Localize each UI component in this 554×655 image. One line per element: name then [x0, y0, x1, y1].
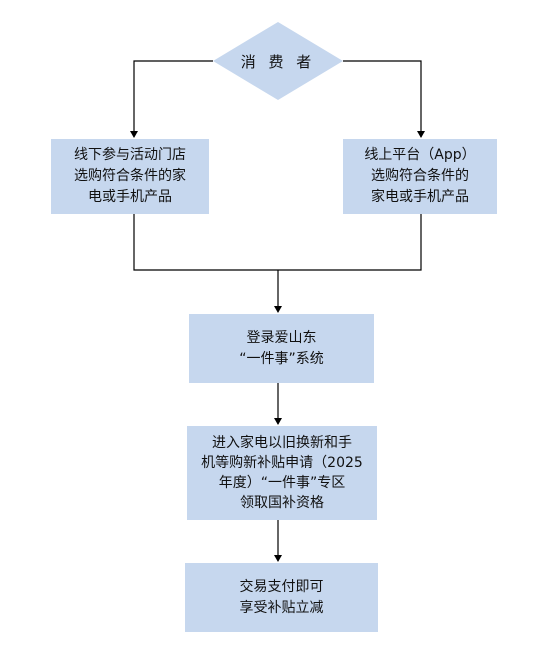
login-box: 登录爱山东 “一件事”系统 — [189, 314, 374, 383]
start-label: 消 费 者 — [240, 53, 316, 71]
online-line-3: 家电或手机产品 — [370, 189, 469, 205]
offline-line-1: 线下参与活动门店 — [74, 147, 186, 163]
apply-box: 进入家电以旧换新和手 机等购新补贴申请（2025 年度）“一件事”专区 领取国补… — [187, 426, 377, 520]
apply-line-3: 年度）“一件事”专区 — [218, 475, 346, 491]
login-line-1: 登录爱山东 — [246, 329, 317, 346]
apply-line-1: 进入家电以旧换新和手 — [211, 435, 352, 451]
online-purchase-box: 线上平台（App） 选购符合条件的 家电或手机产品 — [343, 139, 497, 214]
pay-box: 交易支付即可 享受补贴立减 — [185, 563, 378, 632]
offline-line-2: 选购符合条件的家 — [74, 168, 186, 184]
connector-start-to-offline — [130, 60, 213, 138]
apply-line-4: 领取国补资格 — [239, 495, 324, 511]
connector-offline-merge — [133, 214, 422, 271]
online-line-1: 线上平台（App） — [364, 147, 476, 163]
pay-line-2: 享受补贴立减 — [239, 599, 324, 616]
offline-line-3: 电或手机产品 — [88, 189, 172, 205]
online-line-2: 选购符合条件的 — [370, 168, 469, 184]
offline-purchase-box: 线下参与活动门店 选购符合条件的家 电或手机产品 — [51, 139, 209, 214]
login-line-2: “一件事”系统 — [239, 350, 324, 367]
apply-line-2: 机等购新补贴申请（2025 — [201, 455, 363, 471]
start-diamond — [213, 22, 343, 100]
connector-start-to-online — [343, 60, 425, 138]
pay-line-1: 交易支付即可 — [239, 578, 324, 595]
